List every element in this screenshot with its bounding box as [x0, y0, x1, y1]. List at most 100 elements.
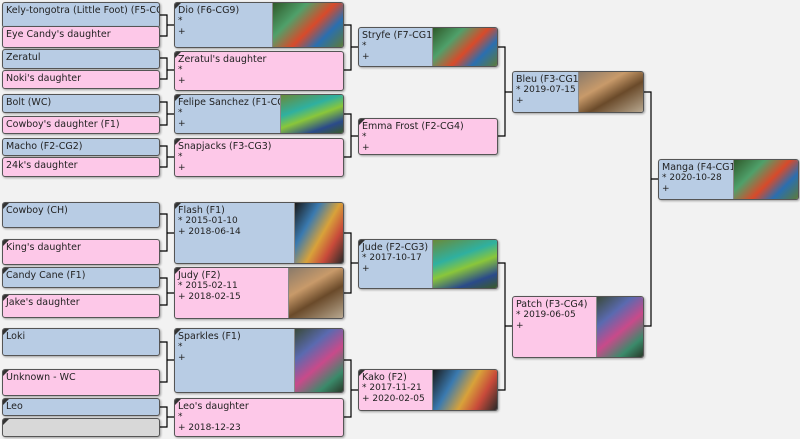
gen4-node[interactable]: Leo: [2, 398, 160, 416]
gen3-node[interactable]: Dio (F6-CG9)*+: [174, 2, 344, 48]
birth-date: *: [362, 132, 367, 142]
expand-corner-icon[interactable]: [3, 268, 9, 274]
chameleon-photo[interactable]: [294, 329, 343, 392]
gen4-node[interactable]: Jake's daughter: [2, 294, 160, 318]
gen3-node[interactable]: Snapjacks (F3-CG3)*+: [174, 138, 344, 177]
expand-corner-icon[interactable]: [359, 370, 365, 376]
chameleon-photo[interactable]: [432, 240, 497, 288]
gen2-node[interactable]: Stryfe (F7-CG10)*+: [358, 27, 498, 67]
animal-name: Felipe Sanchez (F1-CG2): [178, 97, 295, 108]
animal-name: Jake's daughter: [6, 297, 80, 308]
gen4-node[interactable]: Macho (F2-CG2): [2, 138, 160, 156]
death-date: +: [516, 321, 524, 331]
expand-corner-icon[interactable]: [175, 268, 181, 274]
chameleon-photo[interactable]: [432, 370, 497, 410]
gen3-node[interactable]: Felipe Sanchez (F1-CG2)*+: [174, 94, 344, 134]
expand-corner-icon[interactable]: [3, 399, 9, 405]
expand-corner-icon[interactable]: [3, 329, 9, 335]
gen4-node[interactable]: Loki: [2, 328, 160, 356]
death-date: +: [178, 163, 186, 173]
animal-name: Emma Frost (F2-CG4): [362, 121, 464, 132]
gen4-node[interactable]: Eye Candy's daughter: [2, 26, 160, 48]
expand-corner-icon[interactable]: [175, 139, 181, 145]
gen2-node[interactable]: Kako (F2)* 2017-11-21+ 2020-02-05: [358, 369, 498, 411]
animal-name: Leo: [6, 401, 23, 412]
birth-date: *: [178, 16, 183, 26]
expand-corner-icon[interactable]: [3, 419, 9, 425]
gen4-node[interactable]: Unknown - WC: [2, 369, 160, 396]
gen4-node[interactable]: Kely-tongotra (Little Foot) (F5-CG8): [2, 2, 160, 28]
birth-date: * 2017-11-21: [362, 383, 422, 393]
gen4-node[interactable]: Candy Cane (F1): [2, 267, 160, 288]
expand-corner-icon[interactable]: [3, 203, 9, 209]
chameleon-photo[interactable]: [272, 3, 343, 47]
chameleon-photo[interactable]: [596, 297, 643, 357]
gen3-node[interactable]: Leo's daughter*+ 2018-12-23: [174, 398, 344, 437]
birth-date: *: [178, 342, 183, 352]
animal-name: Eye Candy's daughter: [6, 29, 111, 40]
gen2-node[interactable]: Jude (F2-CG3)* 2017-10-17+: [358, 239, 498, 289]
gen4-node[interactable]: Cowboy (CH): [2, 202, 160, 228]
animal-name: Bleu (F3-CG11): [516, 74, 589, 85]
expand-corner-icon[interactable]: [175, 203, 181, 209]
chameleon-photo[interactable]: [432, 28, 497, 66]
expand-corner-icon[interactable]: [175, 95, 181, 101]
death-date: + 2018-02-15: [178, 292, 241, 302]
expand-corner-icon[interactable]: [359, 240, 365, 246]
birth-date: *: [178, 108, 183, 118]
birth-date: *: [362, 41, 367, 51]
animal-name: Cowboy (CH): [6, 205, 68, 216]
gen3-node[interactable]: Sparkles (F1)*+: [174, 328, 344, 393]
gen4-node[interactable]: Bolt (WC): [2, 94, 160, 113]
gen4-node[interactable]: King's daughter: [2, 239, 160, 265]
animal-name: Zeratul: [6, 52, 41, 63]
animal-name: 24k's daughter: [6, 160, 78, 171]
gen4-node[interactable]: [2, 418, 160, 437]
animal-name: Patch (F3-CG4): [516, 299, 588, 310]
chameleon-photo[interactable]: [578, 72, 643, 112]
animal-name: Stryfe (F7-CG10): [362, 30, 442, 41]
expand-corner-icon[interactable]: [3, 370, 9, 376]
root-node[interactable]: Manga (F4-CG12)* 2020-10-28+: [658, 159, 799, 200]
animal-name: Bolt (WC): [6, 97, 52, 108]
gen3-node[interactable]: Judy (F2)* 2015-02-11+ 2018-02-15: [174, 267, 344, 319]
animal-name: Jude (F2-CG3): [362, 242, 429, 253]
death-date: + 2018-06-14: [178, 227, 241, 237]
animal-name: Dio (F6-CG9): [178, 5, 240, 16]
gen1-node[interactable]: Bleu (F3-CG11)* 2019-07-15+: [512, 71, 644, 113]
chameleon-photo[interactable]: [280, 95, 343, 133]
death-date: + 2018-12-23: [178, 423, 241, 433]
expand-corner-icon[interactable]: [175, 399, 181, 405]
animal-name: Zeratul's daughter: [178, 54, 267, 65]
birth-date: * 2015-01-10: [178, 216, 238, 226]
animal-name: Manga (F4-CG12): [662, 162, 746, 173]
death-date: +: [362, 143, 370, 153]
expand-corner-icon[interactable]: [175, 329, 181, 335]
gen4-node[interactable]: Cowboy's daughter (F1): [2, 116, 160, 134]
death-date: +: [178, 76, 186, 86]
death-date: +: [362, 264, 370, 274]
birth-date: * 2020-10-28: [662, 173, 722, 183]
animal-name: Candy Cane (F1): [6, 270, 86, 281]
death-date: +: [362, 52, 370, 62]
birth-date: * 2017-10-17: [362, 253, 422, 263]
chameleon-photo[interactable]: [733, 160, 798, 199]
animal-name: Macho (F2-CG2): [6, 141, 83, 152]
death-date: +: [178, 353, 186, 363]
gen3-node[interactable]: Flash (F1)* 2015-01-10+ 2018-06-14: [174, 202, 344, 264]
chameleon-photo[interactable]: [294, 203, 343, 263]
chameleon-photo[interactable]: [288, 268, 343, 318]
expand-corner-icon[interactable]: [359, 119, 365, 125]
gen2-node[interactable]: Emma Frost (F2-CG4)*+: [358, 118, 498, 155]
expand-corner-icon[interactable]: [3, 240, 9, 246]
gen4-node[interactable]: Noki's daughter: [2, 70, 160, 89]
animal-name: Cowboy's daughter (F1): [6, 119, 120, 130]
gen4-node[interactable]: 24k's daughter: [2, 157, 160, 177]
expand-corner-icon[interactable]: [175, 3, 181, 9]
expand-corner-icon[interactable]: [3, 295, 9, 301]
gen1-node[interactable]: Patch (F3-CG4)* 2019-06-05+: [512, 296, 644, 358]
expand-corner-icon[interactable]: [175, 52, 181, 58]
gen4-node[interactable]: Zeratul: [2, 49, 160, 69]
gen3-node[interactable]: Zeratul's daughter*+: [174, 51, 344, 91]
